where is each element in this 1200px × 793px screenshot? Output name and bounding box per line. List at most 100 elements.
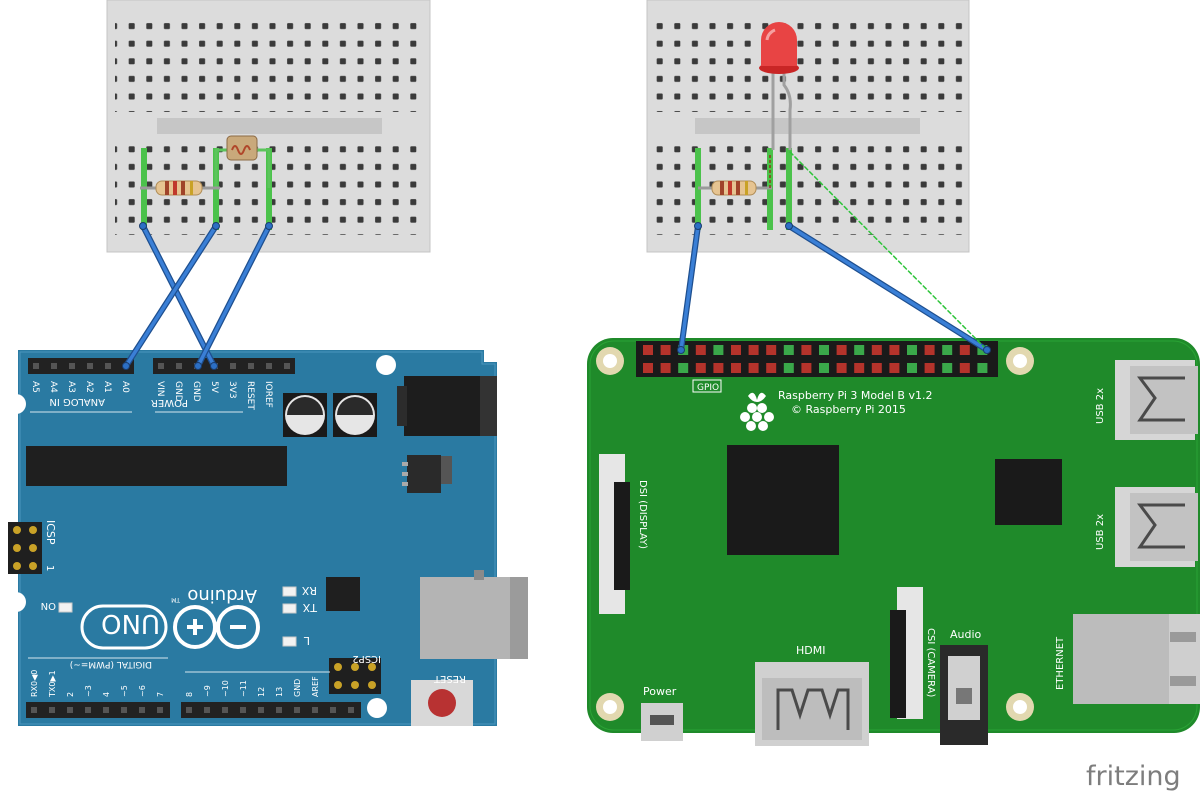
gpio-pin [924,363,935,373]
dsi-label: DSI (DISPLAY) [637,480,648,549]
gpio-pin [713,345,724,355]
gpio-pin [766,345,777,355]
gpio-pin [695,345,706,355]
gpio-pin [748,345,759,355]
fritzing-watermark: fritzing [1086,761,1181,792]
digital-pin-label: AREF [311,676,320,697]
ethernet-label: ETHERNET [1055,636,1066,690]
gpio-pin [819,345,829,355]
usb-port [1115,360,1198,440]
gpio-pin [660,363,671,373]
digital-pin-label: RX0◀0 [30,670,39,697]
digital-pin-label: ~6 [138,685,147,697]
gpio-pin [801,345,812,355]
hdmi-label: HDMI [796,644,825,657]
gpio-pin [907,345,917,355]
arduino-brand: Arduino [187,585,257,606]
gpio-pin [748,363,759,373]
power-pin-label: RESET [245,381,255,410]
on-label: ON [41,600,56,611]
wires [123,151,990,369]
resistor-left [140,180,220,196]
usb-label: USB 2x [1095,388,1106,424]
raspberry-pi-board [587,338,1200,746]
digital-pin-label: ~9 [203,685,212,697]
gpio-pin [871,363,882,373]
photoresistor [214,135,271,188]
usb-interface-chip [326,577,360,611]
gpio-pin [907,363,917,373]
gpio-pin [977,363,988,373]
breadboard-divider [157,118,382,134]
audio-jack [940,645,988,745]
usb-lan-chip [995,459,1062,525]
rx-led [282,586,297,597]
gpio-pin [643,363,653,373]
analog-in-label: ANALOG IN [49,396,105,407]
digital-pin-label: 12 [257,687,266,697]
digital-pin-label: 13 [275,687,284,697]
usb-label: USB 2x [1095,514,1106,550]
gpio-pin [695,363,706,373]
power-pin-label: 5V [209,381,219,394]
copyright-label: © Raspberry Pi 2015 [791,403,906,416]
gpio-pin [819,363,829,373]
rx-label: RX [301,584,317,597]
gpio-header [636,341,998,377]
gpio-pin [871,345,882,355]
digital-pin-label: ~10 [221,680,230,697]
breadboard-divider-right [695,118,920,134]
icsp-header [8,522,42,574]
usb-port [1115,487,1198,567]
dsi-connector [599,454,630,614]
reset-label: RESET [433,673,466,684]
audio-label: Audio [950,628,982,641]
icsp-label: ICSP [44,520,57,545]
analog-pin-label: A3 [66,381,76,393]
power-pin-label: GND [191,381,201,402]
gpio-pin [854,363,865,373]
gpio-pin [660,345,671,355]
l-led [282,636,297,647]
analog-pin-label: A2 [84,381,94,393]
wire-green-dashed [789,151,988,351]
analog-pin-label: A5 [30,381,40,393]
digital-pin-label: 7 [156,692,165,697]
on-led [58,602,73,613]
digital-pin-label: TX0▶1 [48,670,57,698]
micro-usb-power-port [641,703,683,741]
breadboard-left [106,0,431,253]
csi-label: CSI (CAMERA) [925,628,936,698]
gpio-label: GPIO [697,383,719,393]
capacitor [283,393,327,437]
uno-label: UNO [101,608,160,638]
hdmi-port [755,662,869,746]
l-label: L [303,634,310,647]
power-pin-label: IOREF [263,381,273,408]
gpio-pin [783,345,794,355]
uno-logo [80,604,260,650]
soc-chip [727,445,839,555]
icsp2-label: ICSP2 [352,653,381,664]
power-pin-label: 3V3 [227,381,237,399]
raspberry-pi-logo [740,392,774,431]
power-pin-label: GND [173,381,183,402]
digital-label: DIGITAL (PWM=~) [70,659,152,669]
digital-pin-label: 2 [66,692,75,697]
gpio-pin [959,363,970,373]
gpio-pin [854,345,865,355]
gpio-pin [924,345,935,355]
gpio-pin [766,363,777,373]
power-label-rpi: Power [643,685,677,698]
gpio-pin [783,363,794,373]
gpio-pin [959,345,970,355]
resistor-right [698,155,772,196]
power-label: POWER [151,397,188,408]
gpio-pin [643,345,653,355]
icsp-pin-number: 1 [44,565,55,571]
reset-button[interactable] [411,680,473,726]
power-pin-label: VIN [155,381,165,397]
digital-pin-label: ~11 [239,680,248,697]
digital-pin-label: ~3 [84,685,93,697]
